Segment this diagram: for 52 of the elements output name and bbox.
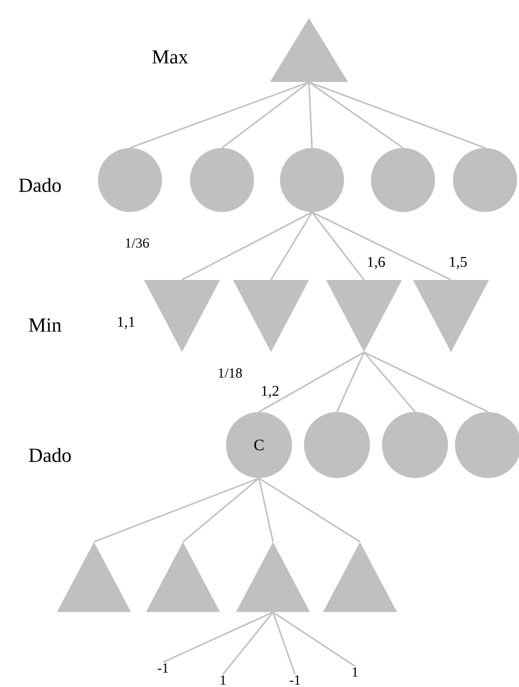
branch-line [182,212,312,280]
circle-node: C [226,412,292,478]
circle-node [382,412,448,478]
branch-line [94,478,260,542]
branch-line [308,82,404,148]
triangle-node [57,542,131,612]
circle-node [190,148,254,212]
row-label: Min [28,318,62,332]
branch-line [272,612,296,674]
leaf-value: -1 [158,663,168,673]
row-label: Max [152,50,188,64]
triangle-node [326,280,402,352]
branch-line [130,82,310,148]
branch-line [162,612,274,663]
leaf-value: 1 [220,675,226,685]
leaf-value: -1 [290,675,300,685]
branch-line [308,82,486,148]
circle-node [280,148,344,212]
triangle-node [270,18,348,82]
row-label: Dado [19,178,61,192]
circle-node [371,148,435,212]
dice-label: 1,6 [368,256,385,270]
branch-line [258,478,274,542]
triangle-node [323,542,397,612]
branch-line [364,352,488,412]
circle-node [453,148,517,212]
row-label: Dado [29,448,71,462]
triangle-node [413,280,489,352]
branch-line [272,612,356,667]
probability-label: 1/36 [126,238,149,248]
triangle-node [146,542,220,612]
branch-line [311,212,365,280]
branch-line [308,82,313,148]
branch-line [182,478,260,542]
circle-node [304,412,370,478]
branch-line [336,352,365,412]
dice-label: 1,2 [262,386,278,398]
leaf-value: 1 [352,667,358,677]
dice-label: 1,5 [450,256,467,270]
branch-line [258,352,364,412]
branch-line [363,352,416,412]
branch-line [222,82,310,148]
triangle-node [236,542,310,612]
probability-label: 1/18 [218,368,242,378]
dice-label: 1,1 [118,316,134,330]
branch-line [222,612,274,675]
branch-line [258,478,360,542]
triangle-node [144,280,220,352]
branch-line [270,212,313,280]
branch-line [312,212,452,280]
triangle-node [233,280,309,352]
circle-node [98,148,162,212]
